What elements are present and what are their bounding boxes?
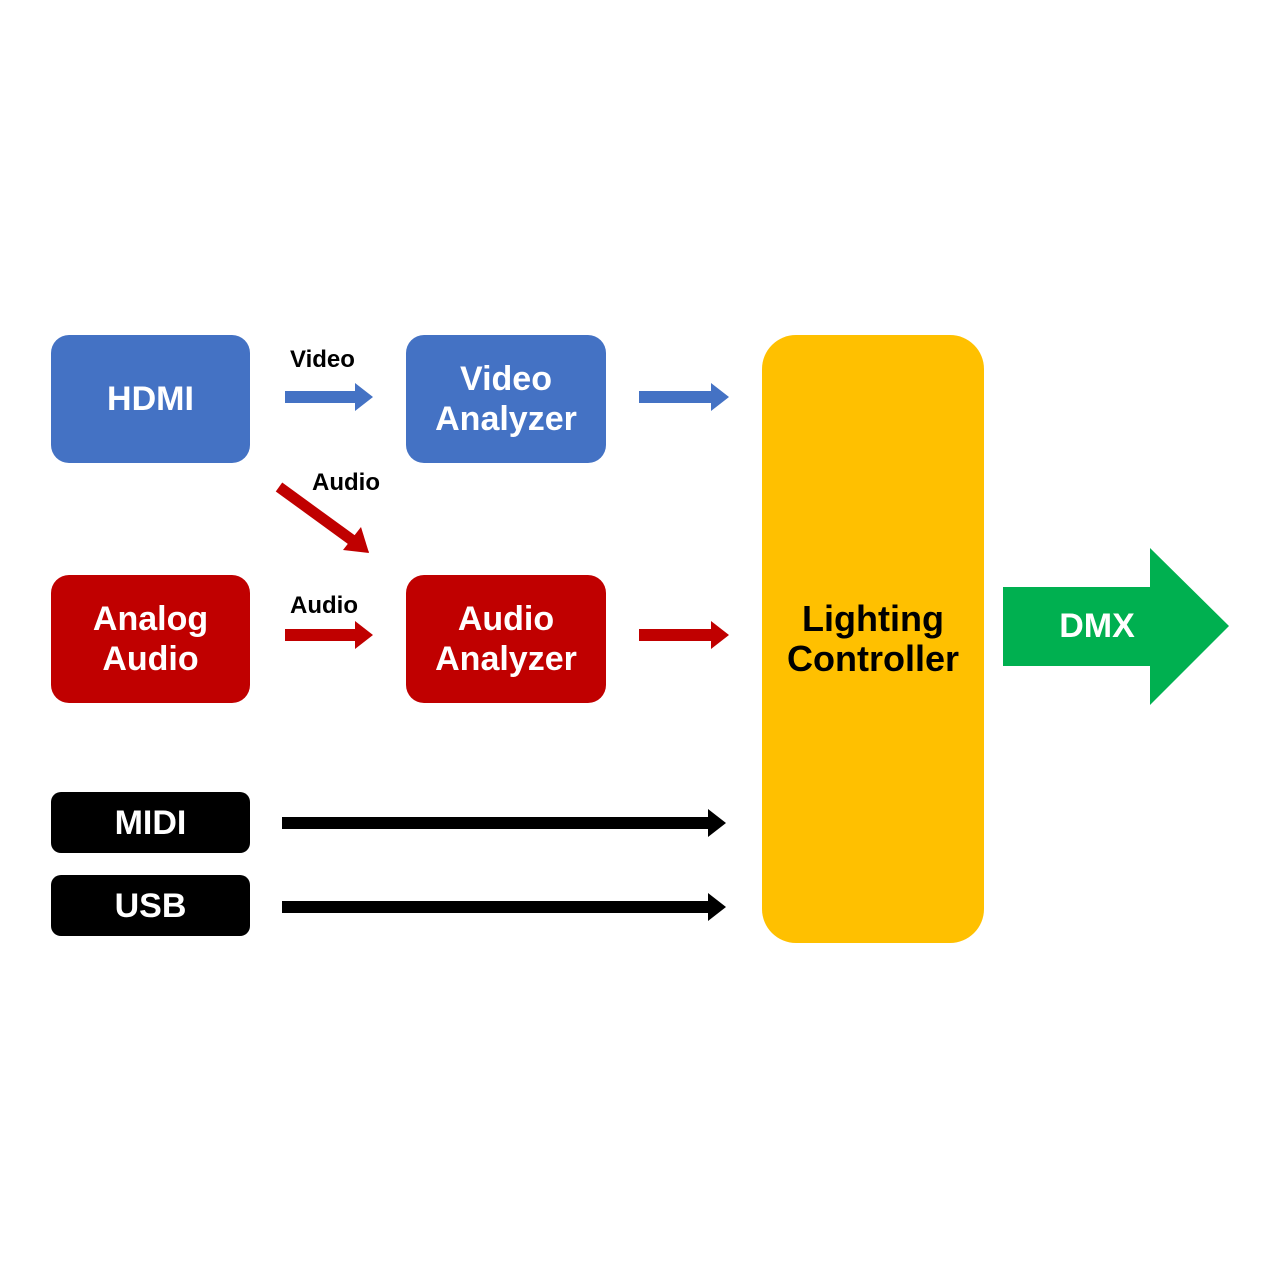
edge-label-analog-audio: Audio [290,592,358,619]
arrow-midi-to-lighting-controller [282,809,726,837]
dmx-label: DMX [1059,607,1135,645]
edge-label-video: Video [290,346,355,373]
arrow-usb-to-lighting-controller [282,893,726,921]
usb-label: USB [114,886,187,925]
lighting-controller-label: Lighting Controller [786,598,959,679]
lighting-controller-node: Lighting Controller [762,335,984,943]
arrow-analog-audio-to-audio-analyzer [285,621,373,649]
hdmi-label: HDMI [107,380,194,418]
arrow-hdmi-to-video-analyzer [285,383,373,411]
analog-audio-node: Analog Audio [51,575,250,703]
audio-analyzer-node: Audio Analyzer [406,575,606,703]
analog-audio-label: Analog Audio [92,600,209,678]
video-analyzer-node: Video Analyzer [406,335,606,463]
arrow-audio-analyzer-to-lighting-controller [639,621,729,649]
midi-label: MIDI [114,803,187,842]
midi-node: MIDI [51,792,250,853]
video-analyzer-label: Video Analyzer [435,360,577,438]
usb-node: USB [51,875,250,936]
arrow-video-analyzer-to-lighting-controller [639,383,729,411]
dmx-output-arrow [1003,548,1229,705]
audio-analyzer-label: Audio Analyzer [435,600,577,678]
hdmi-node: HDMI [51,335,250,463]
arrow-hdmi-to-audio-analyzer [275,482,369,553]
edge-label-hdmi-audio: Audio [312,469,380,496]
